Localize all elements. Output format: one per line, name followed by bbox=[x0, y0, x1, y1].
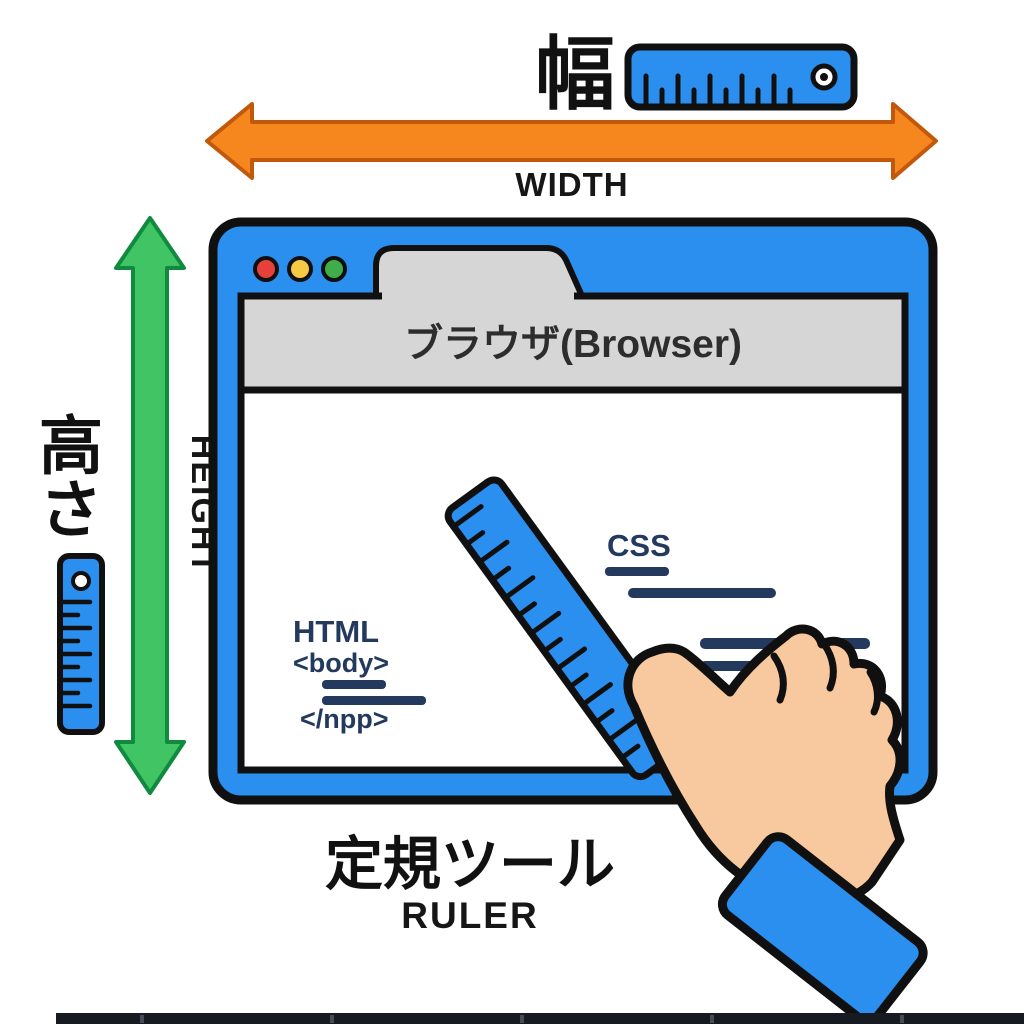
pointing-hand bbox=[623, 624, 928, 1024]
traffic-dot-yellow bbox=[287, 256, 313, 282]
browser-tab bbox=[373, 245, 585, 299]
width-label-jp: 幅 bbox=[535, 30, 615, 119]
css-label: CSS bbox=[607, 528, 671, 563]
bottom-edge-strip bbox=[56, 1013, 1024, 1024]
html-open-tag: <body> bbox=[293, 648, 389, 678]
ruler-hole bbox=[71, 571, 91, 591]
traffic-dot-red bbox=[253, 256, 279, 282]
height-label-jp: 高さ bbox=[30, 412, 102, 540]
ruler-tool-label-jp: 定規ツール bbox=[325, 832, 615, 897]
browser-title: ブラウザ(Browser) bbox=[404, 322, 742, 366]
height-arrow bbox=[114, 216, 186, 795]
traffic-dot-green bbox=[321, 256, 347, 282]
ruler-tool-caption: 定規ツール RULER bbox=[325, 832, 615, 936]
code-line bbox=[628, 588, 776, 598]
diagonal-ruler-ticks bbox=[451, 504, 641, 761]
ruler-hole-dot bbox=[820, 73, 828, 81]
horizontal-ruler-icon bbox=[624, 43, 858, 111]
sleeve-cuff bbox=[717, 832, 928, 1024]
code-line bbox=[322, 680, 386, 689]
vertical-ruler-ticks bbox=[60, 599, 93, 709]
html-label: HTML bbox=[293, 614, 379, 649]
horizontal-ruler-ticks bbox=[643, 73, 793, 107]
code-line bbox=[605, 567, 669, 576]
hand-shape bbox=[623, 624, 905, 906]
width-annotation: 幅 WIDTH bbox=[205, 30, 938, 203]
knuckle-lines bbox=[770, 640, 881, 716]
ruler-tool-label-en: RULER bbox=[401, 895, 538, 936]
width-arrow bbox=[205, 102, 938, 180]
width-label-en: WIDTH bbox=[515, 166, 628, 203]
html-code-block: HTML <body> </npp> bbox=[293, 614, 426, 734]
html-close-tag: </npp> bbox=[300, 704, 389, 734]
height-annotation: 高さ HEIGHT bbox=[30, 216, 222, 795]
tab-junction-cover bbox=[382, 291, 574, 301]
vertical-ruler-icon bbox=[57, 553, 105, 735]
code-line bbox=[322, 696, 426, 705]
